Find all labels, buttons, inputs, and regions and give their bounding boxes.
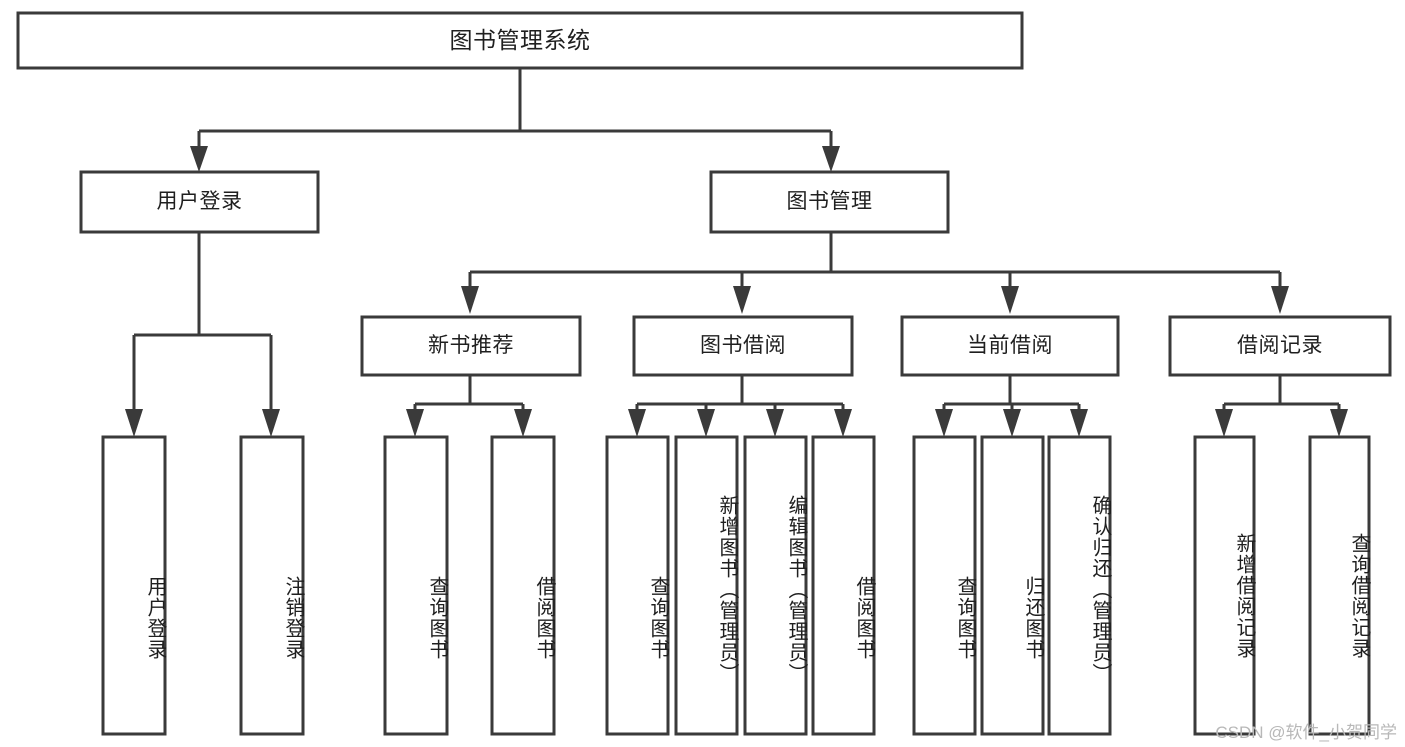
node-leaf-book-borrow-3[interactable] [813, 437, 874, 734]
node-box-current-borrow [900, 315, 1120, 377]
node-box-leaf-user-login-0 [101, 435, 167, 736]
connector-current-borrow-to-children [935, 375, 1088, 437]
connector-new-book-to-children [406, 375, 532, 437]
node-user-login[interactable] [81, 172, 318, 232]
node-current-borrow[interactable] [902, 317, 1118, 375]
node-box-book-borrow [632, 315, 854, 377]
node-box-leaf-current-borrow-0 [912, 435, 977, 736]
node-leaf-book-borrow-2[interactable] [745, 437, 806, 734]
node-box-leaf-new-book-0 [383, 435, 449, 736]
connector-borrow-record-to-children [1215, 375, 1348, 437]
node-book-manage[interactable] [711, 172, 948, 232]
node-box-leaf-book-borrow-2 [743, 435, 808, 736]
node-box-leaf-current-borrow-2 [1047, 435, 1112, 736]
node-leaf-book-borrow-1[interactable] [676, 437, 737, 734]
node-leaf-book-borrow-0[interactable] [607, 437, 668, 734]
node-box-leaf-book-borrow-0 [605, 435, 670, 736]
connector-book-manage-to-level3 [461, 232, 1289, 314]
node-box-new-book-recommend [360, 315, 582, 377]
node-new-book-recommend[interactable] [362, 317, 580, 375]
node-root[interactable] [18, 13, 1022, 68]
node-box-root [16, 11, 1024, 70]
node-box-leaf-borrow-record-0 [1193, 435, 1256, 736]
node-box-book-manage [709, 170, 950, 234]
node-box-leaf-book-borrow-3 [811, 435, 876, 736]
node-box-leaf-user-login-1 [239, 435, 305, 736]
node-borrow-record[interactable] [1170, 317, 1390, 375]
node-box-leaf-borrow-record-1 [1308, 435, 1371, 736]
node-leaf-borrow-record-1[interactable] [1310, 437, 1369, 734]
node-box-user-login [79, 170, 320, 234]
connector-book-borrow-to-children [628, 375, 852, 437]
connector-user-login-to-children [125, 232, 280, 437]
node-leaf-user-login-1[interactable] [241, 437, 303, 734]
node-leaf-current-borrow-2[interactable] [1049, 437, 1110, 734]
node-leaf-new-book-1[interactable] [492, 437, 554, 734]
node-box-leaf-book-borrow-1 [674, 435, 739, 736]
node-box-leaf-new-book-1 [490, 435, 556, 736]
node-leaf-current-borrow-1[interactable] [982, 437, 1043, 734]
node-leaf-borrow-record-0[interactable] [1195, 437, 1254, 734]
node-box-leaf-current-borrow-1 [980, 435, 1045, 736]
node-book-borrow[interactable] [634, 317, 852, 375]
connector-root-to-level2 [190, 68, 840, 172]
node-leaf-user-login-0[interactable] [103, 437, 165, 734]
node-leaf-new-book-0[interactable] [385, 437, 447, 734]
node-leaf-current-borrow-0[interactable] [914, 437, 975, 734]
node-box-borrow-record [1168, 315, 1392, 377]
